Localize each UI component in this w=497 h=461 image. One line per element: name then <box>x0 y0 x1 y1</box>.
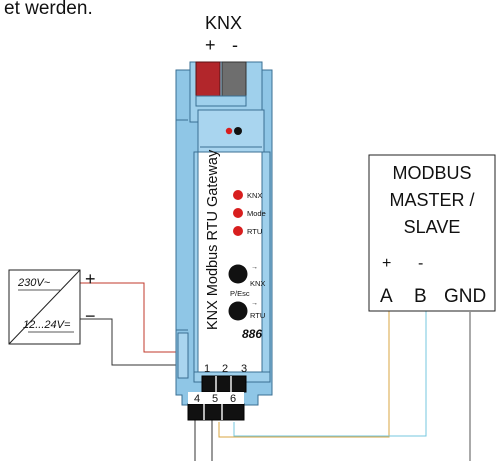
caption-fragment: et werden. <box>4 0 93 19</box>
knx-minus: - <box>232 35 238 55</box>
programming-button[interactable] <box>234 127 242 135</box>
button-rtu-label: RTU <box>250 311 265 320</box>
push-buttons: → KNX P/Esc → RTU <box>228 264 265 321</box>
led-knx <box>233 190 243 200</box>
modbus-terminal-b: B <box>414 286 427 307</box>
knx-bus-labels: KNX + - <box>205 13 242 55</box>
terminal-4: 4 <box>194 393 200 405</box>
device-name: KNX Modbus RTU Gateway <box>205 149 221 330</box>
button-knx[interactable] <box>228 264 248 284</box>
psu-input-label: 230V~ <box>17 277 51 289</box>
knx-plus: + <box>205 35 216 55</box>
knx-title: KNX <box>205 13 242 33</box>
psu-minus: − <box>85 306 96 326</box>
terminal-1: 1 <box>204 363 210 375</box>
programming-led <box>225 127 233 135</box>
modbus-title-1: MODBUS <box>392 163 471 183</box>
terminal-3: 3 <box>241 363 247 375</box>
terminal-5: 5 <box>212 393 218 405</box>
power-supply: 230V~ 12...24V= + − <box>8 269 96 345</box>
terminal-blocks: 1 2 3 4 5 6 <box>187 363 247 421</box>
led-rtu-label: RTU <box>247 227 262 236</box>
modbus-title-3: SLAVE <box>404 217 461 237</box>
led-knx-label: KNX <box>247 191 262 200</box>
modbus-plus: + <box>382 255 391 272</box>
led-mode <box>233 208 243 218</box>
modbus-box: MODBUS MASTER / SLAVE + - A B GND <box>368 154 496 312</box>
modbus-minus: - <box>418 255 423 272</box>
psu-output-label: 12...24V= <box>23 319 71 331</box>
button-knx-label: KNX <box>250 279 265 288</box>
led-mode-label: Mode <box>247 209 266 218</box>
button-knx-sublabel: P/Esc <box>230 289 250 298</box>
terminal-2: 2 <box>222 363 228 375</box>
status-leds: KNX Mode RTU <box>233 190 266 236</box>
button-rtu-arrow: → <box>251 300 258 307</box>
modbus-terminal-gnd: GND <box>444 286 486 307</box>
led-rtu <box>233 226 243 236</box>
psu-plus: + <box>85 269 96 289</box>
wire-a <box>218 310 390 438</box>
button-knx-arrow: → <box>251 264 258 271</box>
terminal-6: 6 <box>230 393 236 405</box>
model-number: 886 <box>242 327 262 341</box>
button-rtu[interactable] <box>228 301 248 321</box>
modbus-title-2: MASTER / <box>389 190 474 210</box>
gateway-device <box>175 61 273 406</box>
modbus-terminal-a: A <box>380 286 393 307</box>
wire-b <box>233 310 427 437</box>
